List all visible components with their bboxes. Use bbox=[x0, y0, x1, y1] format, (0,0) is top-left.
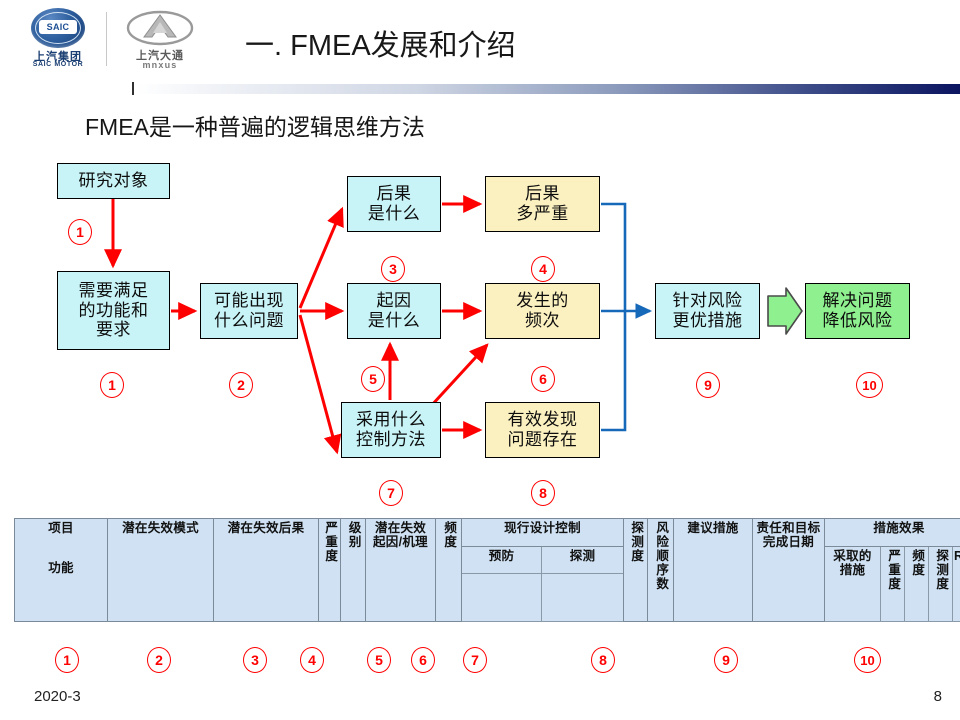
flow-box-study-object: 研究对象 bbox=[57, 163, 170, 199]
col-result-occurrence-label: 频度 bbox=[910, 548, 925, 577]
col-occurrence: 频度 bbox=[435, 518, 462, 622]
flow-box-better-action: 针对风险 更优措施 bbox=[655, 283, 760, 339]
flow-box-occurrence: 发生的 频次 bbox=[485, 283, 600, 339]
table-step-marker-2: 2 bbox=[147, 647, 171, 673]
flow-box-effect-what: 后果 是什么 bbox=[347, 176, 441, 232]
table-step-marker-4: 4 bbox=[300, 647, 324, 673]
col-result-rpn-label: RPN bbox=[954, 548, 960, 563]
title-bar-tick bbox=[132, 82, 134, 95]
col-result-occurrence: 频度 bbox=[904, 545, 929, 622]
col-severity: 严重度 bbox=[318, 518, 341, 622]
col-failure-mode: 潜在失效模式 bbox=[107, 518, 214, 622]
flow-box-functions-requirements: 需要满足 的功能和 要求 bbox=[57, 271, 170, 350]
table-step-marker-6: 6 bbox=[411, 647, 435, 673]
flow-box-cause-what: 起因 是什么 bbox=[347, 283, 441, 339]
table-step-marker-3: 3 bbox=[243, 647, 267, 673]
col-item-line1: 项目 bbox=[48, 521, 74, 535]
col-failure-effect: 潜在失效后果 bbox=[213, 518, 319, 622]
flow-step-marker-6-6: 6 bbox=[531, 366, 555, 392]
col-class: 级别 bbox=[340, 518, 366, 622]
logo-divider bbox=[106, 12, 107, 66]
cell-prevention bbox=[461, 573, 542, 622]
col-result-severity-label: 严重度 bbox=[886, 548, 901, 591]
flow-box-solve-problem: 解决问题 降低风险 bbox=[805, 283, 910, 339]
section-subtitle: FMEA是一种普遍的逻辑思维方法 bbox=[85, 114, 425, 140]
col-action-results: 措施效果 bbox=[823, 518, 960, 547]
col-severity-label: 严重度 bbox=[323, 521, 338, 563]
flow-box-effect-severity: 后果 多严重 bbox=[485, 176, 600, 232]
flow-step-marker-3-3: 3 bbox=[381, 256, 405, 282]
col-result-severity: 严重度 bbox=[880, 545, 905, 622]
flow-step-marker-1-1: 1 bbox=[100, 372, 124, 398]
col-item-line2: 功能 bbox=[48, 561, 74, 575]
col-recommended-action: 建议措施 bbox=[673, 518, 753, 622]
flow-step-marker-8-8: 8 bbox=[531, 480, 555, 506]
title-gradient-bar bbox=[136, 84, 960, 94]
col-result-rpn: RPN bbox=[951, 545, 960, 622]
cell-detection-control bbox=[541, 573, 624, 622]
fmea-worksheet-table: 项目 功能 潜在失效模式 潜在失效后果 严重度 级别 潜在失效 起因/机理 频度… bbox=[14, 518, 960, 622]
col-item: 项目 功能 bbox=[14, 518, 108, 622]
saic-logo-en: SAIC MOTOR bbox=[32, 61, 84, 68]
col-result-detection-label: 探测度 bbox=[934, 548, 949, 591]
flow-step-marker-7-7: 7 bbox=[379, 480, 403, 506]
col-prevention: 预防 bbox=[461, 545, 542, 574]
col-detection-control: 探测 bbox=[541, 545, 624, 574]
maxus-wing-icon bbox=[126, 10, 194, 46]
table-step-marker-5: 5 bbox=[367, 647, 391, 673]
flow-box-potential-problem: 可能出现 什么问题 bbox=[200, 283, 298, 339]
flow-step-marker-9-9: 9 bbox=[696, 372, 720, 398]
col-responsibility-date: 责任和目标 完成日期 bbox=[752, 518, 825, 622]
green-block-arrow bbox=[767, 287, 803, 335]
table-step-marker-10: 10 bbox=[854, 647, 881, 673]
table-body-row bbox=[15, 573, 960, 622]
saic-roundel-logo: SAIC 上汽集团 SAIC MOTOR bbox=[14, 8, 102, 70]
flow-step-marker-10-10: 10 bbox=[856, 372, 883, 398]
table-step-marker-7: 7 bbox=[463, 647, 487, 673]
col-detection-label: 探测度 bbox=[629, 521, 644, 563]
table-step-marker-1: 1 bbox=[55, 647, 79, 673]
footer-page-number: 8 bbox=[933, 688, 942, 705]
maxus-logo: 上汽大通 mnxus bbox=[114, 8, 206, 70]
col-failure-cause: 潜在失效 起因/机理 bbox=[365, 518, 436, 622]
table-header-row-1: 项目 功能 潜在失效模式 潜在失效后果 严重度 级别 潜在失效 起因/机理 频度… bbox=[14, 518, 960, 622]
table-step-marker-9: 9 bbox=[714, 647, 738, 673]
col-design-control: 现行设计控制 bbox=[461, 518, 624, 547]
maxus-logo-en: mnxus bbox=[142, 60, 178, 70]
col-rpn-risk: 风险顺序数 bbox=[647, 518, 674, 622]
footer-date: 2020-3 bbox=[34, 688, 81, 705]
maxus-logo-cn: 上汽大通 bbox=[136, 50, 184, 62]
col-detection: 探测度 bbox=[623, 518, 648, 622]
logo-group: SAIC 上汽集团 SAIC MOTOR 上汽大通 mnxus bbox=[14, 8, 204, 70]
col-rpn-risk-label: 风险顺序数 bbox=[654, 521, 669, 591]
table-header-row-2: 预防 探测 采取的 措施 严重度 频度 探测度 RPN bbox=[15, 545, 960, 622]
page-title: 一. FMEA发展和介绍 bbox=[245, 30, 516, 62]
flow-step-marker-2-2: 2 bbox=[229, 372, 253, 398]
flow-box-detection: 有效发现 问题存在 bbox=[485, 402, 600, 458]
col-action-taken: 采取的 措施 bbox=[824, 545, 881, 622]
saic-badge-text: SAIC bbox=[39, 20, 77, 34]
saic-badge-icon: SAIC bbox=[31, 8, 85, 48]
flow-step-marker-5-5: 5 bbox=[361, 366, 385, 392]
flow-step-marker-1-0: 1 bbox=[68, 219, 92, 245]
saic-logo-cn: 上汽集团 bbox=[34, 51, 82, 63]
col-class-label: 级别 bbox=[346, 521, 361, 549]
col-occurrence-label: 频度 bbox=[442, 521, 457, 549]
flow-box-control-method: 采用什么 控制方法 bbox=[341, 402, 441, 458]
flow-step-marker-4-4: 4 bbox=[531, 256, 555, 282]
col-result-detection: 探测度 bbox=[928, 545, 953, 622]
table-step-marker-8: 8 bbox=[591, 647, 615, 673]
